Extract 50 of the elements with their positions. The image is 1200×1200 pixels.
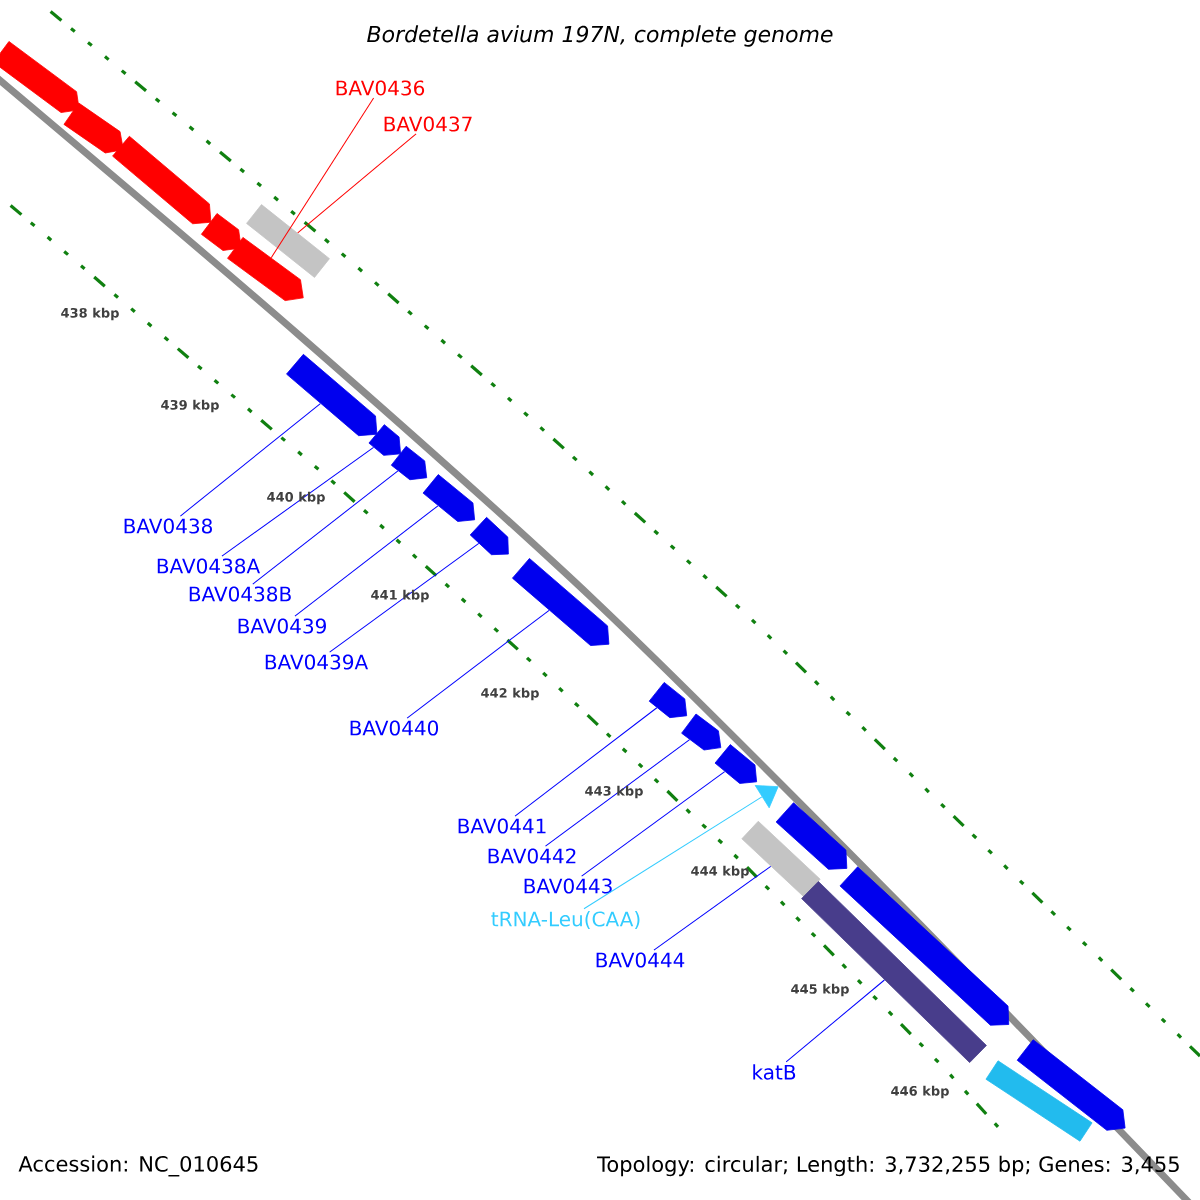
gene-label: BAV0439 bbox=[238, 618, 326, 634]
gene-feature bbox=[422, 474, 475, 522]
genome-summary-text: Topology: circular; Length: 3,732,255 bp; Genes: 3,455 bbox=[597, 1155, 1179, 1177]
gene-label: BAV0442 bbox=[488, 848, 576, 864]
leader-line bbox=[514, 707, 658, 817]
gene-feature bbox=[1016, 1039, 1126, 1131]
leader-line bbox=[297, 133, 417, 234]
gene-label: BAV0438A bbox=[157, 558, 261, 574]
gene-label: BAV0443 bbox=[524, 878, 612, 894]
gene-block bbox=[246, 204, 330, 278]
gene-label: katB bbox=[753, 1064, 796, 1080]
gene-block bbox=[985, 1060, 1093, 1142]
accession-text: Accession: NC_010645 bbox=[18, 1155, 258, 1177]
title: Bordetella avium 197N, complete genome bbox=[367, 25, 833, 47]
leader-line bbox=[252, 470, 399, 585]
gene-label: BAV0437 bbox=[384, 116, 472, 132]
gene-label: BAV0439A bbox=[265, 654, 369, 670]
gene-label: BAV0441 bbox=[458, 818, 546, 834]
leader-line bbox=[221, 446, 375, 557]
gene-feature bbox=[227, 237, 304, 301]
gene-feature bbox=[63, 102, 124, 154]
gene-label: BAV0438B bbox=[189, 586, 291, 602]
trna-marker bbox=[754, 785, 779, 809]
gene-feature bbox=[368, 424, 401, 456]
leader-line bbox=[294, 505, 439, 617]
gene-label: tRNA-Leu(CAA) bbox=[491, 911, 640, 929]
gene-feature bbox=[512, 558, 610, 646]
gene-feature bbox=[775, 802, 848, 870]
gene-label: BAV0436 bbox=[336, 80, 425, 96]
gene-label: BAV0444 bbox=[596, 952, 685, 968]
gene-feature bbox=[469, 516, 509, 556]
gene-feature bbox=[390, 445, 428, 481]
leader-line bbox=[653, 865, 772, 951]
gene-label: BAV0440 bbox=[350, 720, 439, 736]
leader-line bbox=[785, 979, 885, 1063]
gene-feature bbox=[201, 213, 242, 251]
gene-feature bbox=[0, 41, 80, 113]
leader-line bbox=[545, 739, 691, 847]
leader-line bbox=[581, 771, 726, 877]
gene-feature bbox=[648, 682, 688, 719]
gene-label: BAV0438 bbox=[124, 518, 212, 534]
gene-feature bbox=[286, 353, 378, 437]
gene-feature bbox=[112, 135, 212, 225]
leader-line bbox=[406, 609, 550, 719]
leader-line bbox=[329, 542, 480, 653]
gene-feature bbox=[714, 744, 757, 784]
leader-line bbox=[583, 796, 763, 910]
leader-line bbox=[270, 97, 375, 259]
gene-feature bbox=[681, 713, 722, 751]
leader-line bbox=[179, 403, 321, 517]
